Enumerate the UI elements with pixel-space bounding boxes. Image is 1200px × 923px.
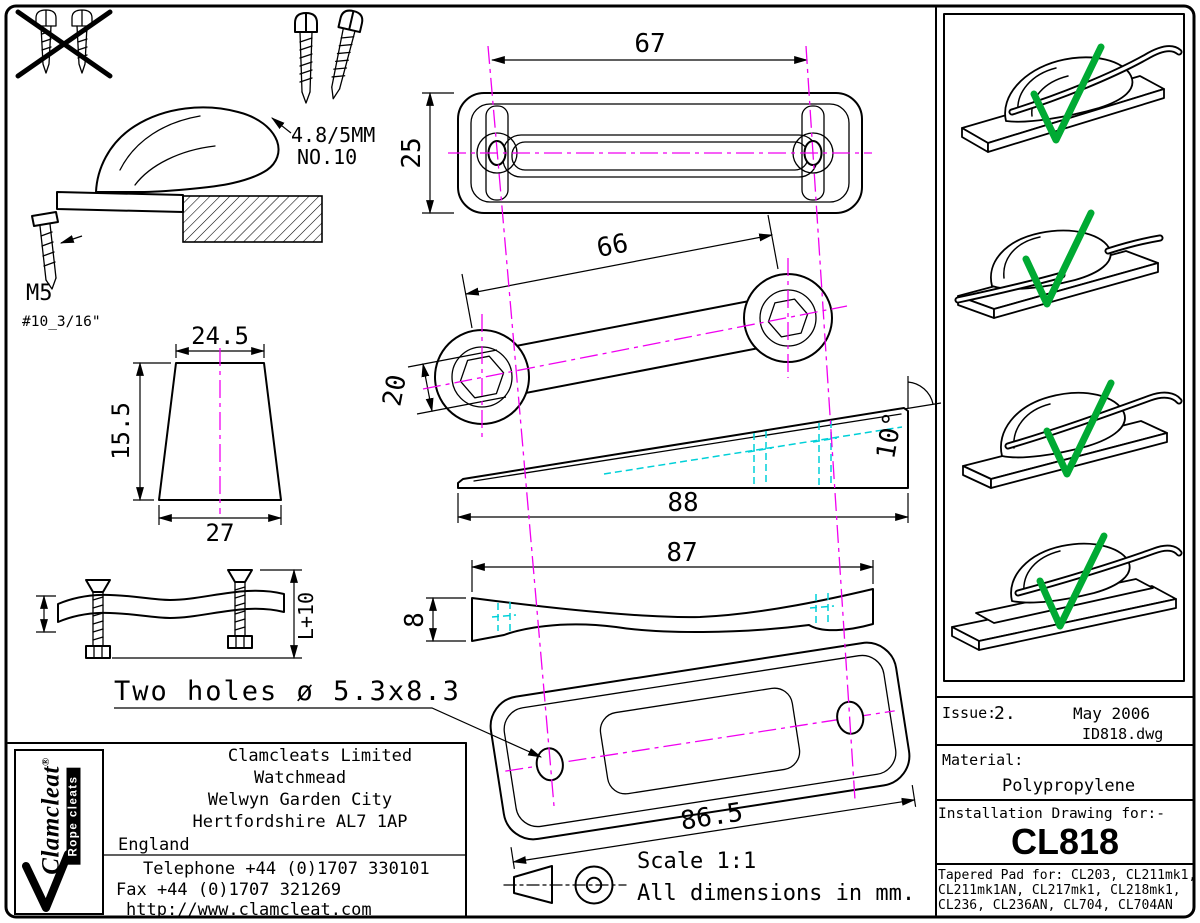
clamcleat-v-icon [22,850,72,912]
logo-tagline: Rope cleats [66,767,81,865]
insert-bottom-view: 66 20 [377,214,833,425]
first-angle-projection-symbol [503,865,627,905]
holes-note-leader [114,707,543,758]
pad-top-view: 67 25 [397,29,863,215]
company-website[interactable]: http://www.clamcleat.com [126,900,372,920]
machine-screw-label: M5 [26,281,53,306]
screw-spec-label: 4.8/5MM [291,123,375,147]
pad-wedge-view: 88 10° [456,376,942,523]
logo-brand-text: Clamcleat® [38,757,66,874]
pad-for-line3: CL236, CL236AN, CL704, CL704AN [938,898,1173,913]
dim-insert-length: 66 [594,228,630,263]
installation-example-2 [954,209,1164,319]
cleat-body [95,106,280,193]
m5-screw [31,211,59,290]
no-countersunk-screws-icon [15,9,113,79]
part-number: CL818 [1010,821,1120,862]
issue-value: 2. [994,703,1016,724]
logo-brand: Clamcleat [37,765,65,875]
units-note-label: All dimensions in mm. [637,881,915,906]
installation-label: Installation Drawing for:- [938,806,1165,822]
dim-front-top-width: 24.5 [191,322,249,350]
dim-front-bottom-width: 27 [206,519,235,547]
company-fax: Fax +44 (0)1707 321269 [116,880,342,900]
dim-screw-length: L+10 [294,592,318,640]
pad-base-view: 86.5 [489,641,917,869]
issue-label: Issue: [942,704,997,722]
dim-insert-width: 20 [377,372,412,408]
pad-for-line2: CL211mk1AN, CL217mk1, CL218mk1, [938,883,1181,898]
examples-panel-border [943,13,1185,682]
approved-check-icon [1036,532,1108,630]
mounting-surface-hatch [182,195,323,243]
material-label: Material: [942,751,1024,769]
scale-label: Scale 1:1 [637,849,756,874]
company-name: Clamcleats Limited [227,746,413,766]
screw-no-label: NO.10 [297,145,357,169]
material-value: Polypropylene [1002,776,1136,796]
company-country: England [118,835,190,855]
installation-example-3 [962,379,1183,489]
company-address-3: Hertfordshire AL7 1AP [192,812,408,832]
title-block-lines [935,696,1194,865]
approved-check-icon [1043,379,1115,478]
clamcleat-logo: Clamcleat® Rope cleats [14,749,104,915]
screw-spec-leader [271,117,292,134]
holes-note-label: Two holes ø 5.3x8.3 [114,676,461,707]
sheet-border [4,4,1196,919]
dim-front-height: 15.5 [107,402,135,460]
centerlines [219,45,872,807]
approved-check-icon [1022,209,1095,308]
self-tapping-screws-illustration: 4.8/5MM NO.10 [271,7,375,169]
base-plate [56,191,184,213]
holes-note: Two holes ø 5.3x8.3 [114,676,543,758]
pad-for-line1: Tapered Pad for: CL203, CL211mk1, [938,868,1197,883]
issue-date: May 2006 [1073,704,1151,723]
company-block-lines [7,742,467,917]
installation-example-4 [951,532,1183,651]
company-address-2: Welwyn Garden City [207,790,393,810]
pad-profile-view: 87 8 [400,538,875,643]
dim-top-width: 67 [634,29,665,59]
m5-leader [59,235,83,244]
imperial-screw-label: #10_3/16" [22,314,101,330]
dim-top-height: 25 [397,137,427,168]
dim-profile-length: 87 [666,538,697,568]
pad-front-view: 24.5 27 15.5 [107,322,283,547]
file-name: ID818.dwg [1082,725,1164,743]
installation-example-1 [961,43,1183,153]
company-telephone: Telephone +44 (0)1707 330101 [143,859,430,879]
company-address-1: Watchmead [253,768,347,788]
crossed-out-x-icon [15,9,113,79]
pad-assembly-view: L+10 [36,568,318,660]
cleat-on-pad-side-view: M5 #10_3/16" [22,106,323,330]
approved-check-icon [1030,43,1105,144]
dim-profile-thickness: 8 [400,612,430,628]
registered-mark-icon: ® [40,757,53,766]
dim-wedge-length: 88 [667,488,698,518]
